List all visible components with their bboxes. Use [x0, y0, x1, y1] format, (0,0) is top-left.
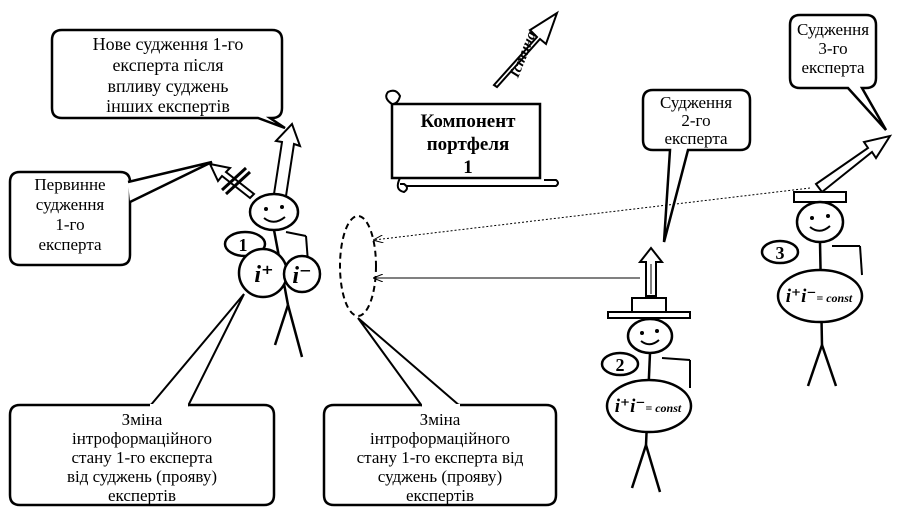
portfolio-line-2: портфеля: [427, 134, 510, 155]
expert2-judgment-line-3: експерта: [664, 129, 727, 148]
expert2-number: 2: [616, 355, 625, 375]
callout-expert2-judgment: Судження 2-го експерта: [641, 88, 752, 243]
change-left-line-3: стану 1-го експерта: [71, 448, 213, 467]
expert2-figure: 2 i⁺i⁻= const: [600, 297, 693, 493]
primary-judgment-line-4: експерта: [38, 235, 101, 254]
expert3-judgment-line-2: 3-го: [818, 39, 847, 58]
truth-arrow: Істина: [492, 10, 559, 89]
expert3-judgment-line-3: експерта: [801, 58, 864, 77]
callout-expert3-judgment: Судження 3-го експерта: [788, 13, 888, 131]
expert3-formula: i⁺i⁻= const: [786, 286, 853, 307]
truth-label: Істина: [506, 29, 540, 81]
influence-ellipse: [339, 215, 377, 317]
change-middle-line-5: експертів: [406, 486, 474, 505]
callout-change-left: Зміна інтроформаційного стану 1-го експе…: [8, 293, 276, 507]
new-judgment-line-4: інших експертів: [106, 96, 230, 116]
expert3-head: [795, 200, 845, 244]
portfolio-line-1: Компонент: [420, 111, 516, 132]
expert3-judgment-arrow: [814, 134, 893, 194]
expert1-new-judgment-arrow: [272, 122, 302, 198]
expert2-formula-ii: i⁺i⁻: [615, 396, 646, 417]
change-left-line-2: інтроформаційного: [72, 429, 212, 448]
expert1-number: 1: [239, 235, 248, 255]
expert2-head: [626, 317, 674, 355]
primary-judgment-line-3: 1-го: [55, 215, 84, 234]
crossed-primary-arrow: [208, 162, 256, 200]
change-middle-line-1: Зміна: [420, 410, 461, 429]
expert1-i-plus: i⁺: [254, 262, 273, 288]
expert3-hat: [793, 191, 847, 203]
expert2-formula: i⁺i⁻= const: [615, 396, 682, 417]
change-middle-line-2: інтроформаційного: [370, 429, 510, 448]
new-judgment-line-2: експерта після: [112, 55, 223, 75]
expert3-number: 3: [776, 243, 785, 263]
portfolio-scroll: Компонент портфеля 1: [385, 89, 559, 194]
expert1-figure: 1 i⁺ i⁻: [223, 192, 322, 358]
new-judgment-line-1: Нове судження 1-го: [93, 34, 244, 54]
primary-judgment-line-2: судження: [36, 195, 105, 214]
expert3-formula-ii: i⁺i⁻: [786, 286, 817, 307]
new-judgment-line-3: впливу суджень: [108, 76, 229, 96]
change-middle-line-3: стану 1-го експерта від: [357, 448, 524, 467]
influence-arrow-expert3: [374, 187, 811, 240]
portfolio-line-3: 1: [463, 157, 473, 178]
expert3-figure: 3 i⁺i⁻= const: [760, 191, 864, 387]
expert2-hat-brim: [607, 311, 691, 319]
expert3-judgment-line-1: Судження: [797, 20, 869, 39]
expert2-judgment-line-2: 2-го: [681, 111, 710, 130]
expert3-formula-circle: [776, 268, 864, 324]
change-left-line-1: Зміна: [122, 410, 163, 429]
expert1-i-minus-circle: [282, 254, 322, 294]
expert2-formula-const: = const: [645, 401, 682, 415]
primary-judgment-line-1: Первинне: [34, 175, 105, 194]
expert3-formula-const: = const: [816, 291, 853, 305]
expert3-number-oval: [760, 239, 800, 265]
expert2-judgment-arrow: [637, 246, 665, 297]
expert1-i-minus: i⁻: [292, 263, 311, 289]
change-left-line-5: експертів: [108, 486, 176, 505]
expert2-judgment-line-1: Судження: [660, 93, 732, 112]
callout-change-middle: Зміна інтроформаційного стану 1-го експе…: [322, 317, 558, 507]
expert2-formula-circle: [605, 378, 693, 434]
callout-primary-judgment: Первинне судження 1-го експерта: [8, 160, 213, 267]
expert2-number-oval: [600, 351, 640, 377]
callout-new-judgment: Нове судження 1-го експерта після впливу…: [50, 28, 286, 130]
expert1-head: [248, 192, 300, 232]
change-left-line-4: від суджень (прояву): [67, 467, 217, 486]
change-middle-line-4: суджень (прояву): [378, 467, 502, 486]
